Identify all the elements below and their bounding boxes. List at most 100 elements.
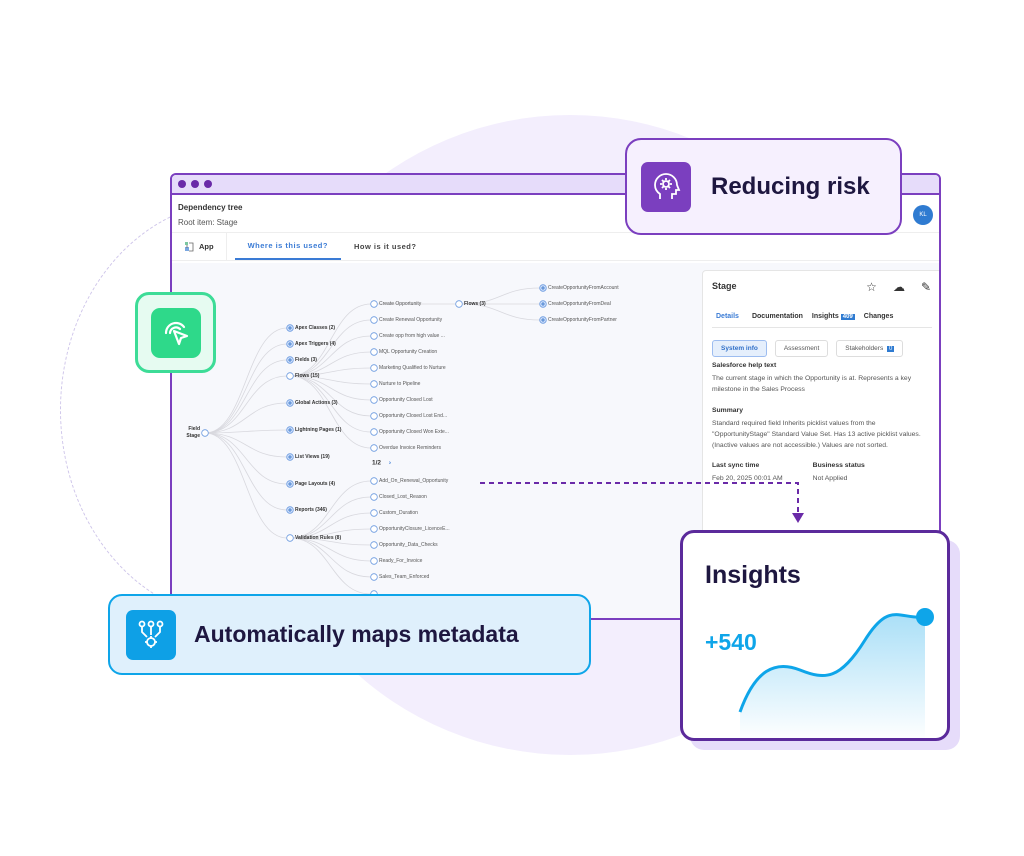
flow-node[interactable]: Marketing Qualified to Nurture <box>379 365 446 371</box>
avatar[interactable]: KL <box>913 205 933 225</box>
root-node-label: Field <box>188 426 200 432</box>
plus-icon <box>541 318 545 322</box>
plus-icon <box>288 428 292 432</box>
tree-edge <box>204 375 288 434</box>
tab-changes[interactable]: Changes <box>863 313 894 320</box>
tree-node[interactable] <box>370 509 378 517</box>
insights-value: +540 <box>705 629 757 655</box>
category-node[interactable]: Lightning Pages (1) <box>295 427 342 433</box>
tree-edge <box>289 537 372 546</box>
chip-stakeholders[interactable]: Stakeholders 0 <box>836 340 904 357</box>
status-value: Not Applied <box>812 475 848 482</box>
tree-node[interactable] <box>370 364 378 372</box>
tree-node[interactable] <box>201 429 209 437</box>
details-panel: Stage ☆ ☁ ✎ Details Documentation Insigh… <box>702 270 939 540</box>
tree-node[interactable] <box>286 372 294 380</box>
plus-icon <box>541 302 545 306</box>
tree-node[interactable] <box>370 380 378 388</box>
tree-node[interactable] <box>370 557 378 565</box>
root-node-label: Stage <box>186 433 200 439</box>
tree-node[interactable] <box>370 300 378 308</box>
flow-node[interactable]: Create opp from high value ... <box>379 333 445 339</box>
tree-node[interactable] <box>370 573 378 581</box>
chip-assessment[interactable]: Assessment <box>774 340 829 357</box>
tree-edge <box>461 303 541 321</box>
tab-how-used[interactable]: How is it used? <box>353 242 417 251</box>
tree-node[interactable] <box>370 412 378 420</box>
star-icon[interactable]: ☆ <box>866 280 877 294</box>
category-node[interactable]: Global Actions (3) <box>295 400 338 406</box>
tab-details[interactable]: Details <box>712 313 743 320</box>
tree-node[interactable] <box>370 316 378 324</box>
window-dot <box>191 180 199 188</box>
tree-node[interactable] <box>370 396 378 404</box>
tree-node[interactable] <box>370 525 378 533</box>
tree-edge <box>204 432 288 539</box>
validation-rule-node[interactable]: Opportunity_Data_Checks <box>379 542 438 548</box>
category-node[interactable]: Page Layouts (4) <box>295 481 336 487</box>
validation-rule-node[interactable]: Add_On_Renewal_Opportunity <box>379 478 449 484</box>
tree-edge <box>289 480 372 539</box>
summary-text: Standard required field Inherits picklis… <box>712 420 921 449</box>
validation-rule-node[interactable]: Custom_Duration <box>379 510 418 516</box>
page-title: Dependency tree <box>178 203 243 212</box>
tree-node[interactable] <box>370 477 378 485</box>
tree-edge <box>289 537 372 578</box>
tab-where-used[interactable]: Where is this used? <box>234 233 341 260</box>
help-text-label: Salesforce help text <box>712 362 777 369</box>
tree-node[interactable] <box>370 493 378 501</box>
edit-pencil-icon[interactable]: ✎ <box>920 280 931 294</box>
category-node[interactable]: Reports (346) <box>295 507 327 513</box>
chip-stakeholders-label: Stakeholders <box>845 345 884 352</box>
category-node[interactable]: List Views (19) <box>295 454 330 460</box>
category-node[interactable]: Apex Classes (2) <box>295 325 336 331</box>
flow-node[interactable]: MQL Opportunity Creation <box>379 349 438 355</box>
flow-node[interactable]: Opportunity Closed Won Exte... <box>379 429 449 435</box>
app-selector[interactable]: App <box>172 233 227 260</box>
sub-flow-item-node[interactable]: CreateOpportunityFromAccount <box>548 285 619 291</box>
flow-node[interactable]: Create Renewal Opportunity <box>379 317 443 323</box>
cursor-click-icon <box>150 307 201 358</box>
plus-icon <box>288 401 292 405</box>
chevron-right-icon[interactable]: › <box>388 459 392 467</box>
tree-edge <box>461 287 541 305</box>
sub-flow-item-node[interactable]: CreateOpportunityFromPartner <box>548 317 617 323</box>
validation-rule-node[interactable]: Sales_Team_Enforced <box>379 574 430 580</box>
flow-node[interactable]: Create Opportunity <box>379 301 422 307</box>
validation-rule-node[interactable]: Ready_For_Invoice <box>379 558 423 564</box>
category-node[interactable]: Apex Triggers (4) <box>295 341 336 347</box>
sync-label: Last sync time <box>712 462 760 469</box>
tree-node[interactable] <box>370 332 378 340</box>
sub-flow-item-node[interactable]: CreateOpportunityFromDeal <box>548 301 611 307</box>
flow-node[interactable]: Nurture to Pipeline <box>379 381 421 387</box>
insights-title: Insights <box>705 561 801 589</box>
tree-node[interactable] <box>370 348 378 356</box>
tree-node[interactable] <box>455 300 463 308</box>
category-node[interactable]: Fields (3) <box>295 357 317 363</box>
stakeholders-count-badge: 0 <box>887 346 895 352</box>
category-node[interactable]: Flows (15) <box>295 373 320 379</box>
tree-node[interactable] <box>370 428 378 436</box>
tab-bar: App Where is this used? How is it used? <box>172 233 939 261</box>
flow-node[interactable]: Overdue Invoice Reminders <box>379 445 441 451</box>
tree-node[interactable] <box>286 534 294 542</box>
flow-node[interactable]: Opportunity Closed Lost <box>379 397 433 403</box>
chip-system-info[interactable]: System info <box>712 340 767 357</box>
validation-rule-node[interactable]: Closed_Lost_Reason <box>379 494 427 500</box>
validation-rule-node[interactable]: OpportunityClosure_LicenceE... <box>379 526 450 532</box>
tree-node[interactable] <box>370 444 378 452</box>
sub-flows-node[interactable]: Flows (3) <box>464 301 486 307</box>
flow-node[interactable]: Opportunity Closed Lost End... <box>379 413 448 419</box>
help-text: The current stage in which the Opportuni… <box>712 375 912 393</box>
plus-icon <box>288 508 292 512</box>
tree-edge <box>204 327 288 434</box>
tab-documentation[interactable]: Documentation <box>751 313 803 320</box>
category-node[interactable]: Validation Rules (8) <box>295 535 342 541</box>
tree-edge <box>289 335 372 377</box>
cloud-icon[interactable]: ☁ <box>892 280 905 294</box>
tree-edge <box>204 429 288 434</box>
tree-node[interactable] <box>370 541 378 549</box>
tree-edge <box>289 528 372 539</box>
